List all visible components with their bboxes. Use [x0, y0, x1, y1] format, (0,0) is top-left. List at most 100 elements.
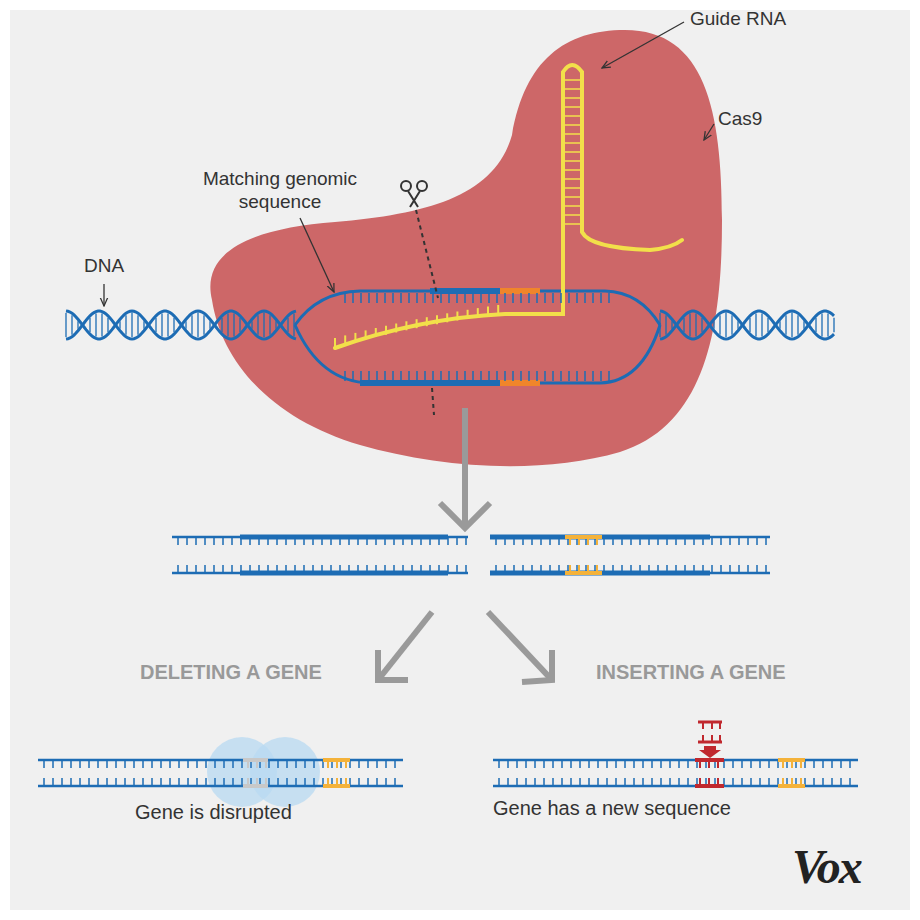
base: [759, 778, 761, 786]
base: [552, 778, 554, 786]
base-pair: [65, 313, 66, 337]
base: [552, 371, 554, 381]
rna-base: [565, 223, 580, 225]
base: [765, 565, 767, 573]
base: [615, 760, 617, 768]
base-pair: [197, 313, 198, 337]
base: [303, 565, 305, 573]
base: [569, 537, 571, 545]
rna-base: [565, 205, 580, 207]
base: [402, 537, 404, 545]
pam-site: [500, 288, 540, 294]
base-pair: [287, 318, 288, 332]
base: [43, 760, 45, 768]
base: [800, 760, 802, 768]
base: [277, 778, 279, 786]
base: [569, 565, 571, 573]
base-pair: [767, 318, 768, 332]
dna-helix: [66, 311, 834, 339]
base-pair: [293, 314, 294, 337]
base: [384, 371, 386, 381]
rna-base: [344, 335, 346, 344]
base: [177, 537, 179, 545]
base: [496, 371, 498, 381]
base: [88, 778, 90, 786]
base: [327, 760, 329, 768]
rna-base: [426, 317, 428, 326]
base: [544, 371, 546, 381]
rna-base: [334, 338, 336, 347]
base: [360, 293, 362, 303]
base: [408, 371, 410, 381]
strand: [493, 785, 858, 788]
base: [312, 537, 314, 545]
base: [295, 760, 297, 768]
rna-base: [565, 169, 580, 171]
base: [360, 371, 362, 381]
rna-base: [446, 313, 448, 322]
base: [339, 537, 341, 545]
base: [420, 565, 422, 573]
base-pair: [731, 315, 732, 335]
base: [276, 537, 278, 545]
base: [544, 293, 546, 303]
base: [791, 778, 793, 786]
base: [729, 537, 731, 545]
rna-base: [565, 178, 580, 180]
base: [717, 778, 719, 786]
rna-base: [497, 305, 499, 314]
base: [213, 537, 215, 545]
base: [394, 778, 396, 786]
base: [358, 778, 360, 786]
base: [822, 778, 824, 786]
base: [560, 371, 562, 381]
insert-base: [702, 735, 704, 742]
result-label: Gene has a new sequence: [493, 796, 793, 820]
base: [813, 760, 815, 768]
base: [376, 760, 378, 768]
base: [249, 565, 251, 573]
base: [142, 778, 144, 786]
base: [213, 565, 215, 573]
base-pair: [785, 315, 786, 335]
base-pair: [797, 315, 798, 335]
base: [520, 293, 522, 303]
base-pair: [161, 314, 162, 337]
base: [708, 760, 710, 768]
base: [177, 565, 179, 573]
base: [536, 371, 538, 381]
base-pair: [101, 314, 102, 337]
base: [133, 760, 135, 768]
base: [376, 293, 378, 303]
base: [79, 778, 81, 786]
base: [588, 760, 590, 768]
base: [512, 293, 514, 303]
base: [472, 371, 474, 381]
base: [525, 760, 527, 768]
base: [578, 565, 580, 573]
base: [456, 293, 458, 303]
base: [187, 760, 189, 768]
base: [756, 537, 758, 545]
strand: [38, 785, 403, 788]
base: [408, 293, 410, 303]
base: [249, 537, 251, 545]
base: [750, 778, 752, 786]
base: [608, 371, 610, 381]
base: [534, 778, 536, 786]
base: [648, 537, 650, 545]
strand: [493, 759, 858, 762]
base: [178, 760, 180, 768]
base: [540, 537, 542, 545]
base: [536, 293, 538, 303]
matching-sequence: [360, 380, 500, 386]
base: [240, 537, 242, 545]
base: [592, 371, 594, 381]
base-pair: [209, 321, 210, 329]
base: [534, 760, 536, 768]
base: [231, 565, 233, 573]
disruption-mark: [250, 737, 320, 807]
base: [600, 293, 602, 303]
base: [285, 537, 287, 545]
